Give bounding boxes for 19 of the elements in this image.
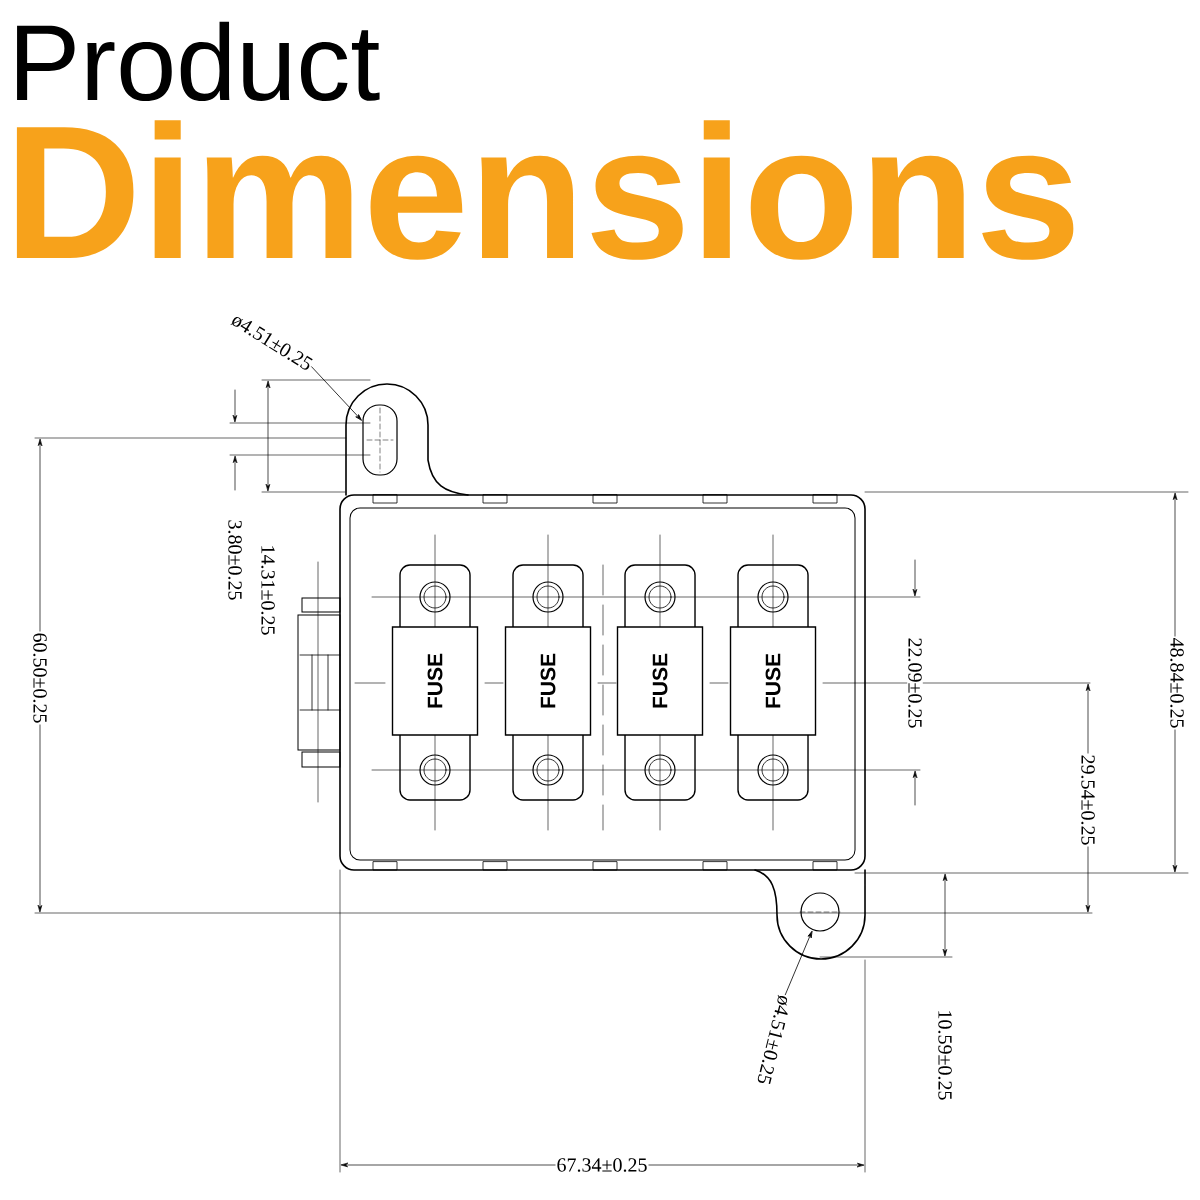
leader-line — [784, 931, 813, 996]
leader-line — [311, 366, 362, 421]
dimension-label: 67.34±0.25 — [555, 1157, 649, 1173]
title-text: Dimensions — [16, 120, 1074, 260]
fuse-label: FUSE — [729, 626, 817, 736]
dimension-label: 48.84±0.25 — [1169, 636, 1185, 730]
title-text: Product — [17, 21, 380, 102]
dimension-label: 22.09±0.25 — [907, 636, 923, 730]
mounting-slot — [362, 404, 398, 476]
dimension-label: 60.50±0.25 — [32, 631, 48, 725]
dimension-label: 14.31±0.25 — [260, 543, 276, 637]
diameter-label: ø4.51±0.25 — [757, 994, 788, 1085]
fuse-label: FUSE — [391, 626, 479, 736]
dimension-label: 29.54±0.25 — [1080, 753, 1096, 847]
fuse-label: FUSE — [504, 626, 592, 736]
fuse-label: FUSE — [616, 626, 704, 736]
dimension-label: 3.80±0.25 — [227, 518, 243, 602]
mounting-hole — [800, 892, 840, 932]
dimension-label: 10.59±0.25 — [937, 1008, 953, 1102]
